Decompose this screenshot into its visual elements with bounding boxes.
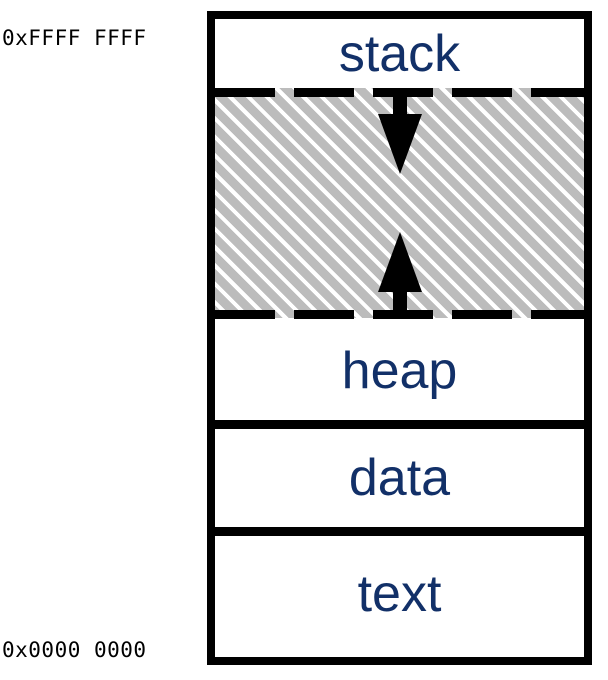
segment-heap: heap: [215, 318, 584, 424]
segment-data: data: [215, 424, 584, 531]
separator-data-text: [215, 527, 584, 536]
segment-stack: stack: [215, 19, 584, 88]
arrow-up-icon: [377, 232, 422, 318]
address-label-bottom: 0x0000 0000: [2, 638, 147, 662]
segment-text-label: text: [357, 565, 442, 623]
segment-data-label: data: [348, 448, 451, 507]
memory-layout-box: stack heap data text: [207, 11, 592, 665]
segment-stack-label: stack: [338, 24, 461, 83]
separator-heap-data: [215, 420, 584, 429]
segment-heap-label: heap: [341, 342, 458, 400]
segment-text: text: [215, 531, 584, 657]
arrow-down-icon: [377, 88, 422, 174]
address-label-top: 0xFFFF FFFF: [2, 26, 147, 50]
